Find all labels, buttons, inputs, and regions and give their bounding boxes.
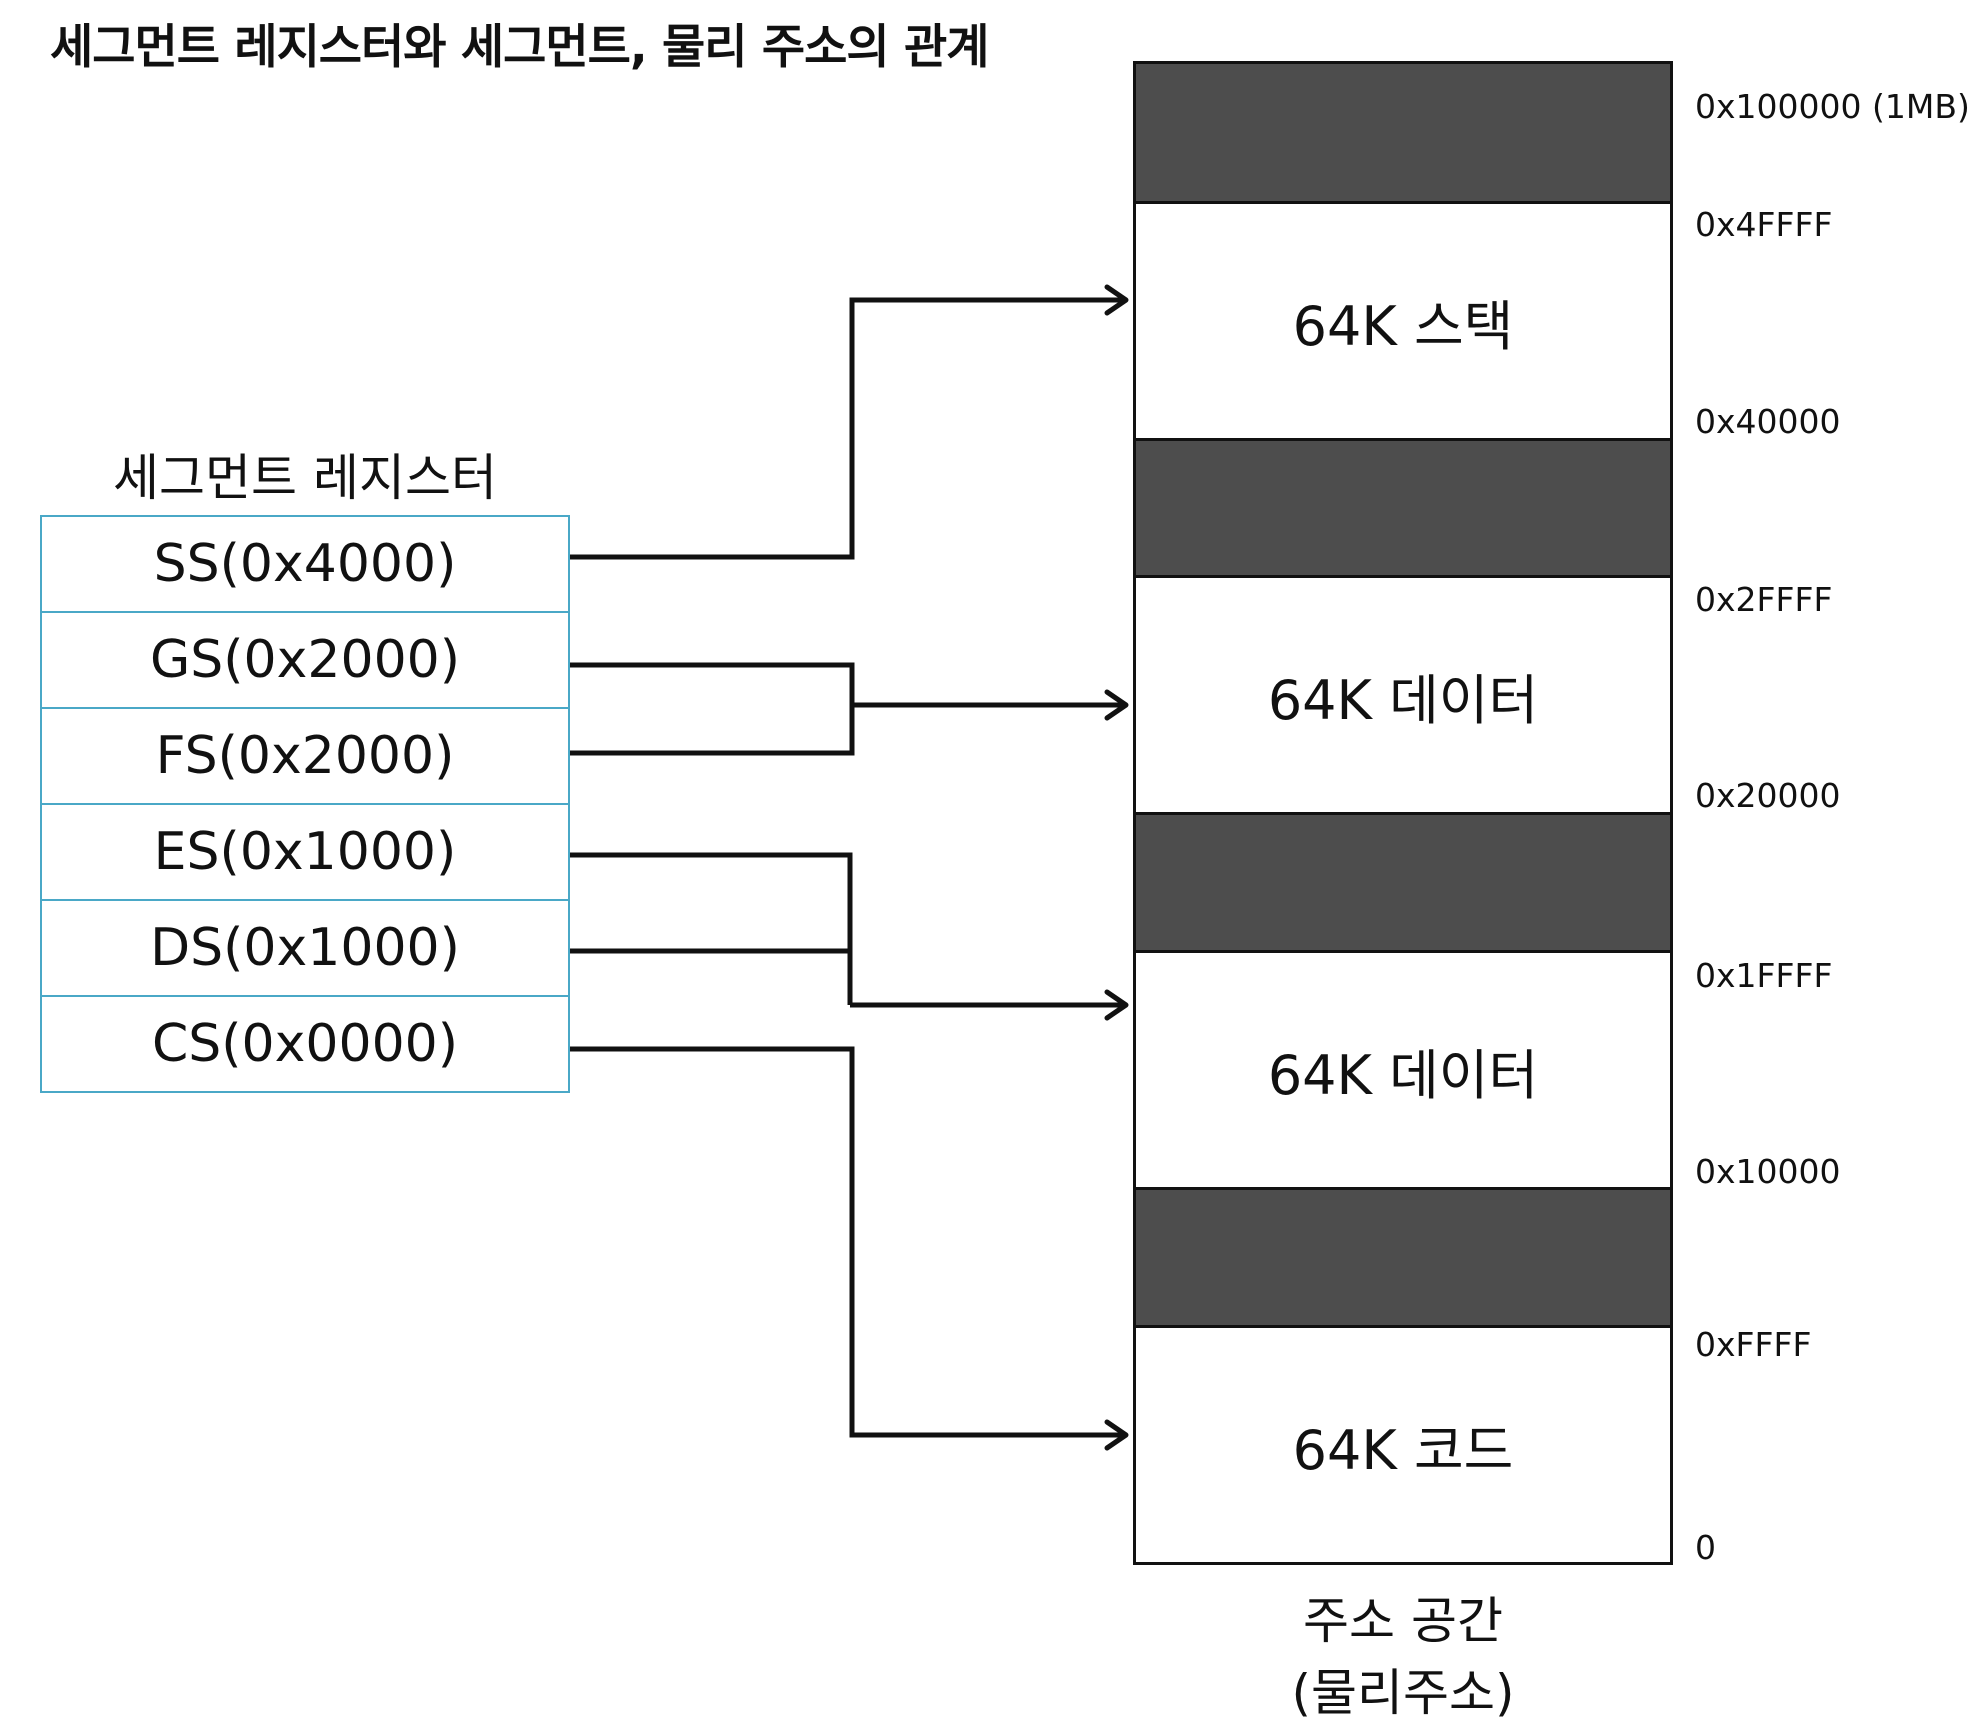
code-segment: 64K 코드 xyxy=(1133,1325,1673,1565)
stack-segment-label: 64K 스택 xyxy=(1292,294,1514,358)
address-label: 0x20000 xyxy=(1695,776,1841,815)
address-space-caption-line1: 주소 공간 xyxy=(1303,1592,1503,1650)
arrow-ss-to-stack xyxy=(570,297,1122,560)
register-ss: SS(0x4000) xyxy=(40,515,570,613)
arrow-gs-fs-to-data-upper xyxy=(570,662,1122,756)
address-label: 0x4FFFF xyxy=(1695,205,1833,244)
register-gs: GS(0x2000) xyxy=(40,611,570,709)
address-label: 0 xyxy=(1695,1528,1716,1567)
register-panel-label: 세그먼트 레지스터 xyxy=(113,449,497,507)
address-label: 0xFFFF xyxy=(1695,1325,1812,1364)
register-es: ES(0x1000) xyxy=(40,803,570,901)
arrow-es-ds-to-data-lower xyxy=(570,852,1122,1008)
address-space-caption-line2: (물리주소) xyxy=(1291,1664,1515,1722)
diagram-title: 세그먼트 레지스터와 세그먼트, 물리 주소의 관계 xyxy=(50,20,989,75)
code-segment-label: 64K 코드 xyxy=(1292,1418,1514,1482)
data-segment-lower: 64K 데이터 xyxy=(1133,950,1673,1190)
data-segment-upper: 64K 데이터 xyxy=(1133,575,1673,815)
address-label: 0x10000 xyxy=(1695,1152,1841,1191)
arrowhead-stack xyxy=(1104,284,1129,316)
address-label: 0x1FFFF xyxy=(1695,956,1833,995)
address-label: 0x40000 xyxy=(1695,402,1841,441)
arrow-cs-to-code xyxy=(570,1046,1122,1438)
address-label: 0x2FFFF xyxy=(1695,580,1833,619)
stack-segment: 64K 스택 xyxy=(1133,201,1673,441)
address-space-caption: 주소 공간 (물리주소) xyxy=(1133,1585,1673,1729)
arrowhead-code xyxy=(1104,1419,1129,1451)
data-segment-lower-label: 64K 데이터 xyxy=(1267,1043,1539,1107)
arrowhead-data-lower xyxy=(1104,989,1129,1021)
arrowhead-data-upper xyxy=(1104,689,1129,721)
register-cs: CS(0x0000) xyxy=(40,995,570,1093)
register-ds: DS(0x1000) xyxy=(40,899,570,997)
address-label: 0x100000 (1MB) xyxy=(1695,87,1970,126)
data-segment-upper-label: 64K 데이터 xyxy=(1267,668,1539,732)
